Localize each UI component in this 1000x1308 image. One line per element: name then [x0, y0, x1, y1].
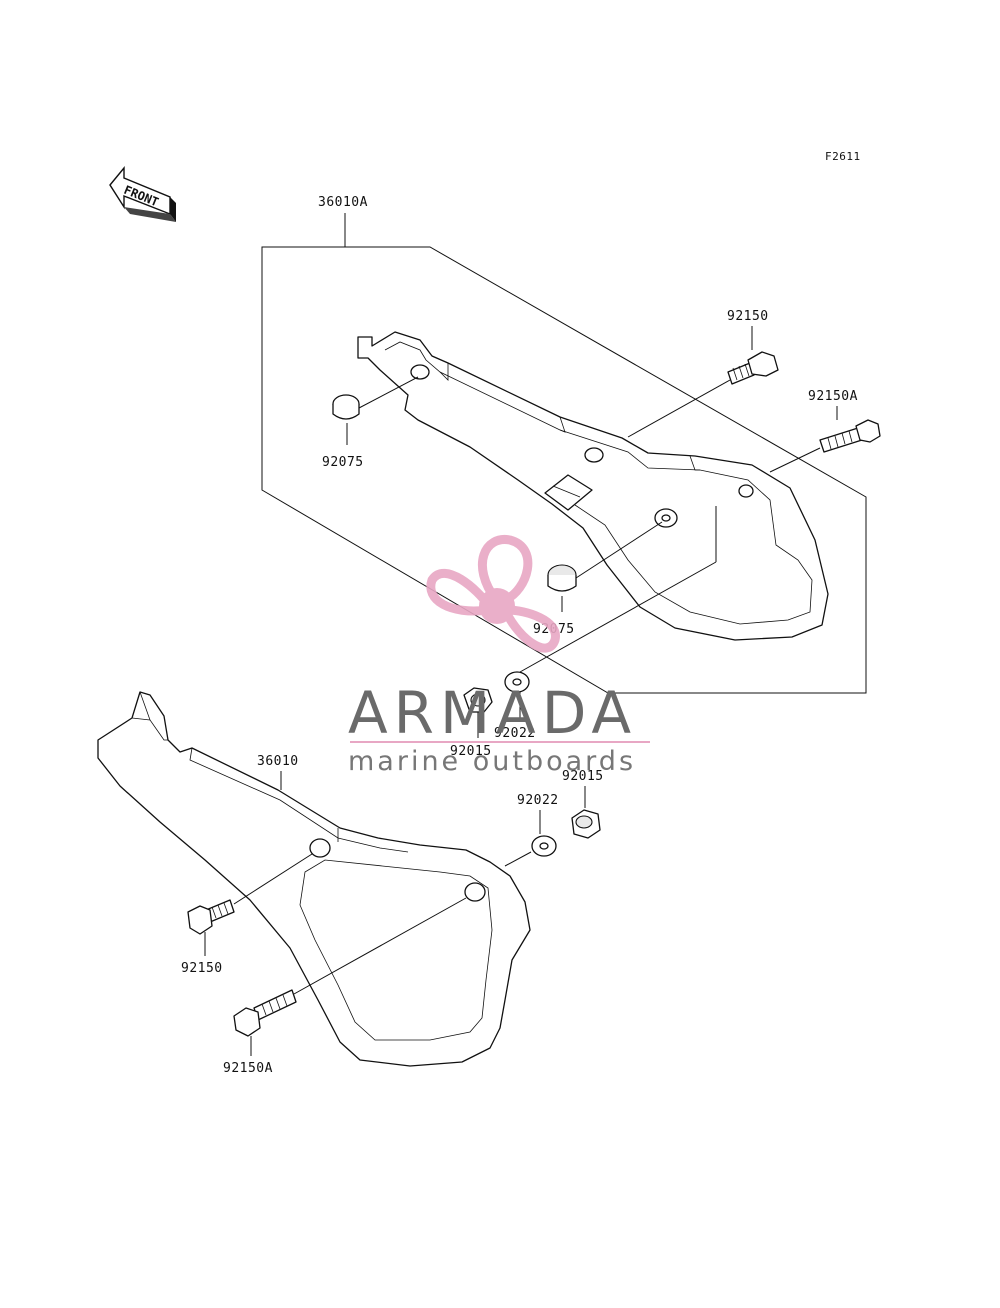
front-arrow-icon: FRONT [109, 166, 176, 222]
assembly-bracket-36010A: 36010A [261, 195, 867, 694]
label-92075-upper: 92075 [322, 455, 364, 470]
bolt-92150-upper: 92150 [627, 309, 779, 438]
bolt-92150-lower: 92150 [181, 853, 313, 976]
label-92015-lower: 92015 [562, 769, 604, 784]
bolt-92150A-lower: 92150A [223, 897, 467, 1076]
washer-92022-lower: 92022 [504, 793, 559, 867]
label-92150A-lower: 92150A [223, 1061, 273, 1076]
label-92015-upper: 92015 [450, 744, 492, 759]
label-92150-lower: 92150 [181, 961, 223, 976]
collar-92015-lower: 92015 [562, 769, 604, 839]
label-92022-lower: 92022 [517, 793, 559, 808]
watermark-brand: ARMADA [348, 679, 637, 747]
label-92022-upper: 92022 [494, 726, 536, 741]
label-36010A: 36010A [318, 195, 368, 210]
washer-92022-upper: 92022 [494, 671, 536, 741]
side-cover-left: 36010 [97, 691, 531, 1067]
label-36010: 36010 [257, 754, 299, 769]
diagram-code: F2611 [825, 150, 861, 163]
label-92150A-upper: 92150A [808, 389, 858, 404]
bolt-92150A-upper: 92150A [769, 389, 881, 473]
collar-92015-upper: 92015 [450, 687, 493, 759]
side-cover-right [357, 331, 829, 641]
grommet-92075-upper: 92075 [322, 376, 419, 470]
label-92150-upper: 92150 [727, 309, 769, 324]
propeller-logo-icon [426, 534, 560, 653]
watermark-tagline: marine outboards [348, 746, 636, 777]
